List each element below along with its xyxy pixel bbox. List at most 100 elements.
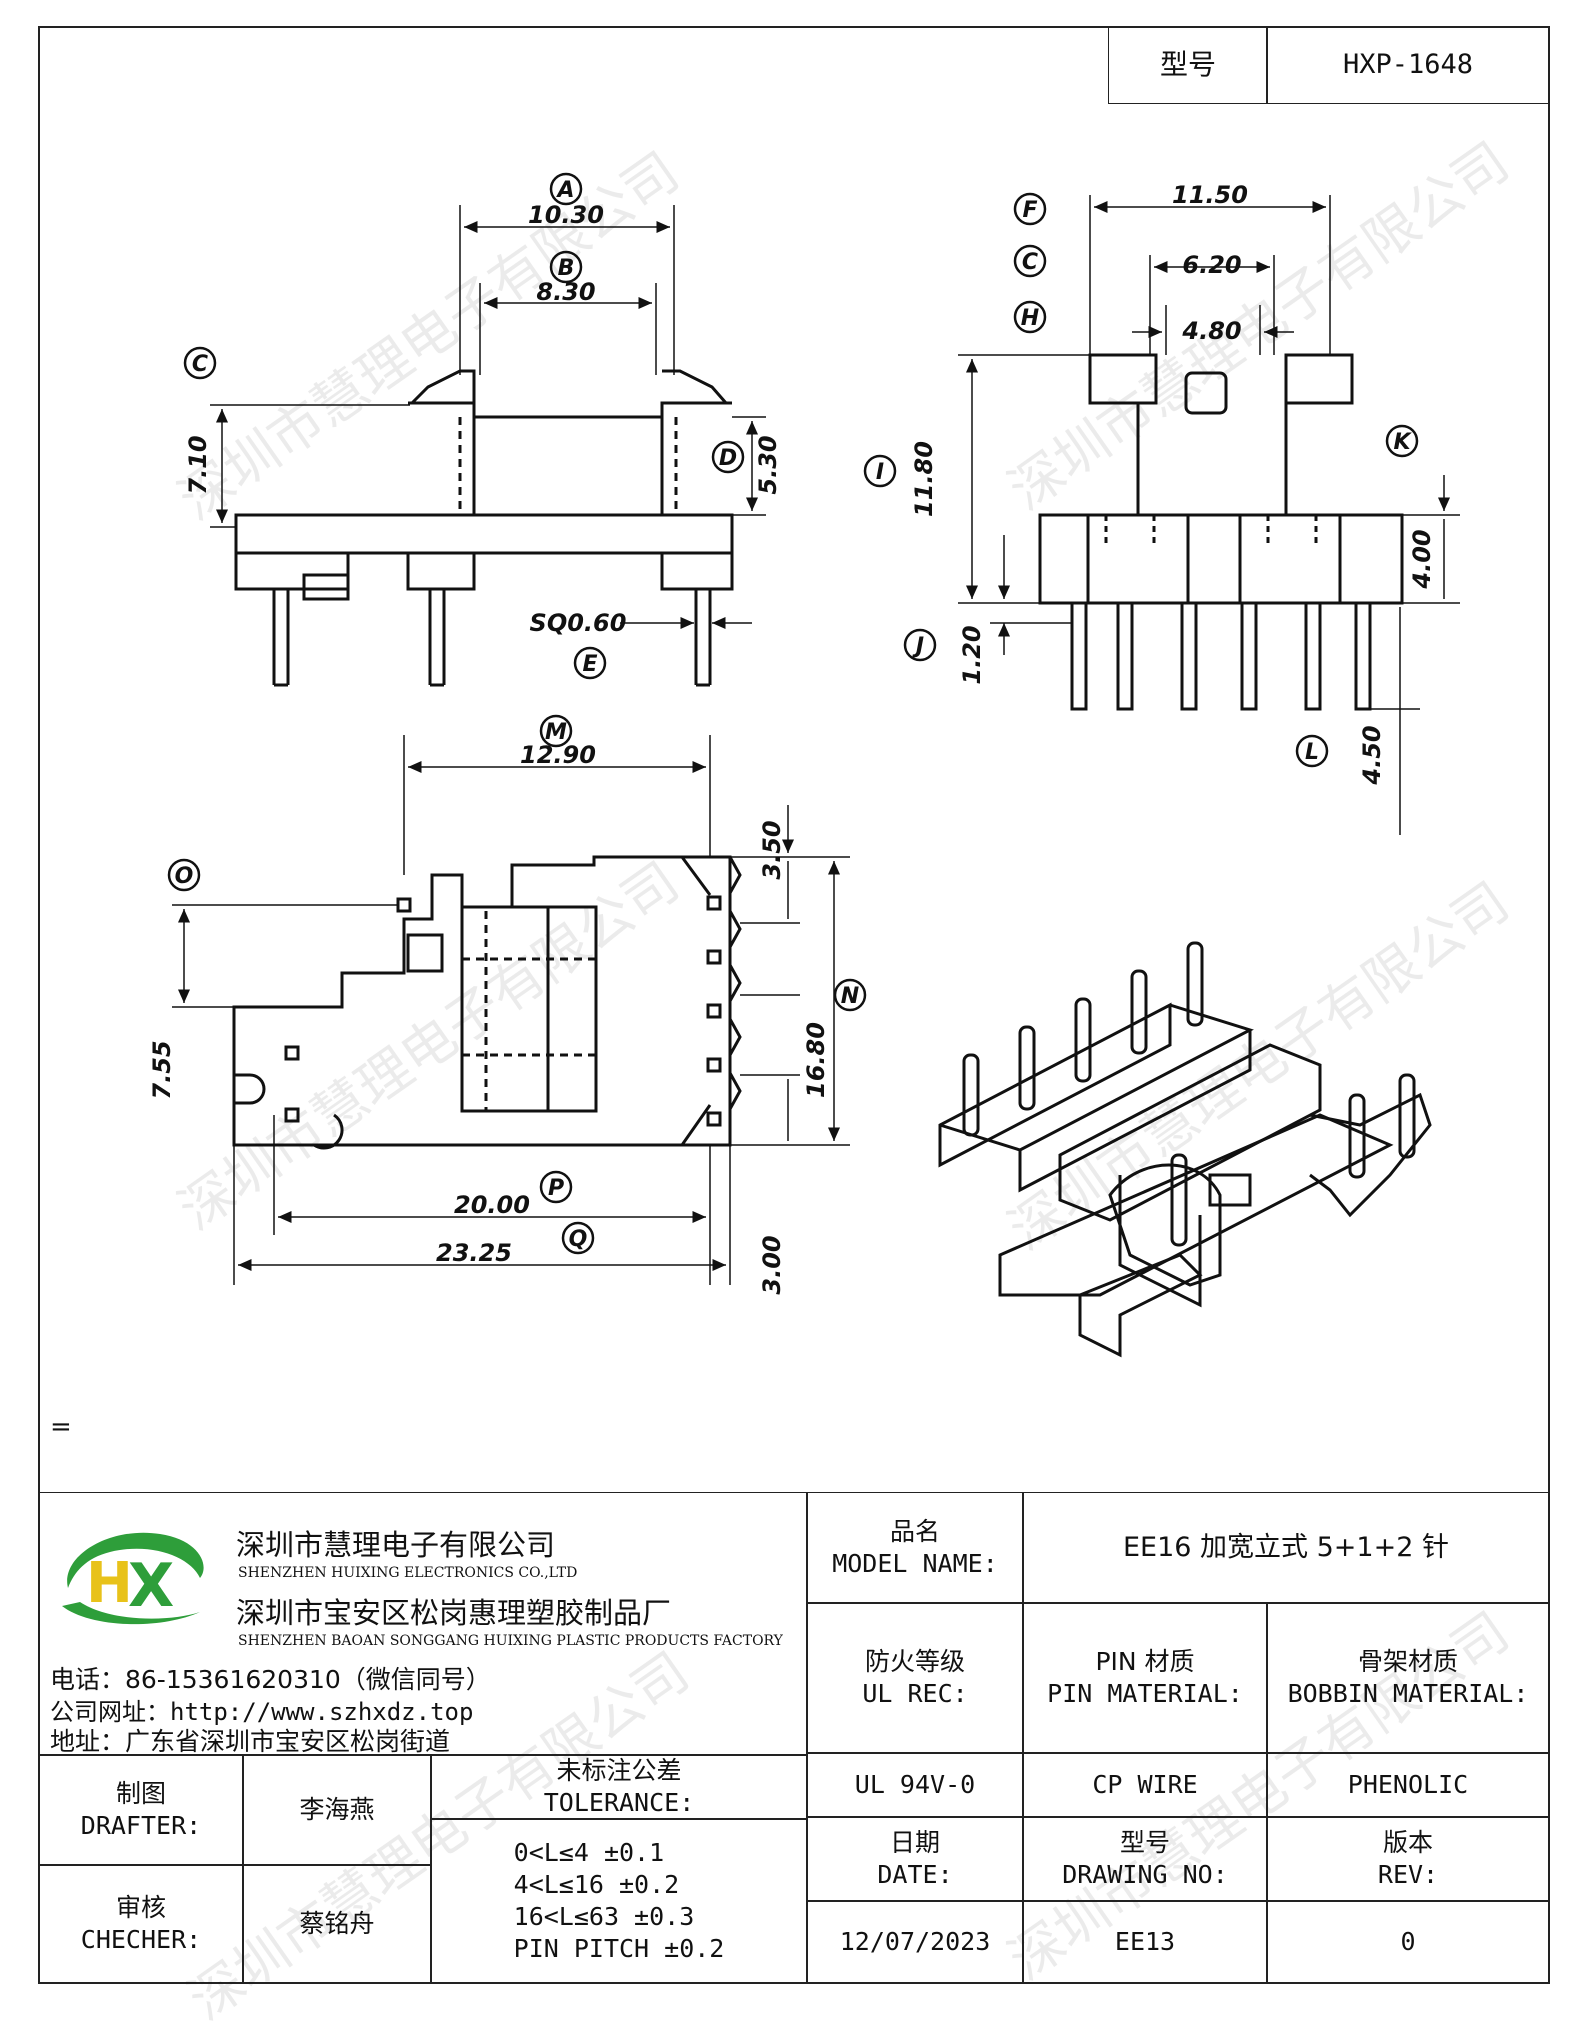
model-name-label-cell: 品名 MODEL NAME: [806,1492,1024,1604]
company-block [38,1492,808,1756]
ref-letter: Q [569,1227,588,1252]
checker-name: 蔡铭舟 [299,1908,375,1938]
ref-letter: F [1022,198,1037,223]
company-logo: H X [62,1532,204,1625]
drawing-no-label-cell: 型号 DRAWING NO: [1022,1816,1268,1902]
company-phone: 电话：86-15361620310（微信同号） [50,1665,491,1694]
stray-mark: = [50,1412,72,1442]
tolerance-label-en: TOLERANCE: [543,1788,695,1817]
ul-value-cell: UL 94V-0 [806,1752,1024,1818]
tolerance-values-cell: 0<L≤4 ±0.1 4<L≤16 ±0.2 16<L≤63 ±0.3 PIN … [430,1818,808,1984]
dim-G: 6.20 [1182,251,1241,279]
ul-label-en: UL REC: [862,1679,968,1708]
date-value-cell: 12/07/2023 [806,1900,1024,1984]
ref-letter: C [1022,250,1038,275]
side-view [958,195,1460,835]
drawing-no-value-cell: EE13 [1022,1900,1268,1984]
date-label-en: DATE: [877,1860,953,1889]
dim-H: 4.80 [1181,317,1241,345]
company-address: 地址：广东省深圳市宝安区松岗街道 [50,1727,451,1756]
dim-C-left: 7.10 [184,435,212,494]
drawing-no-label-cn: 型号 [1119,1827,1170,1857]
pin-label-cn: PIN 材质 [1095,1646,1195,1676]
factory-name-en: SHENZHEN BAOAN SONGGANG HUIXING PLASTIC … [238,1633,783,1649]
type-value-cell: HXP-1648 [1266,26,1550,104]
ref-letter: J [912,634,924,659]
dim-3-00: 3.00 [758,1235,786,1294]
front-view [210,205,766,687]
rev-label-en: REV: [1377,1860,1439,1889]
checker-label-en: CHECHER: [80,1925,202,1954]
dim-O: 7.55 [148,1040,176,1099]
company-name-cn: 深圳市慧理电子有限公司 [236,1528,556,1562]
ref-letter: K [1393,430,1412,455]
drafter-name: 李海燕 [299,1794,375,1824]
dim-I: 11.80 [910,441,938,517]
bobbin-value: PHENOLIC [1347,1769,1469,1799]
pin-label-en: PIN MATERIAL: [1047,1679,1243,1708]
model-name-label-en: MODEL NAME: [832,1549,998,1578]
ul-label-cn: 防火等级 [864,1646,965,1676]
drafter-label-en: DRAFTER: [80,1811,202,1840]
bobbin-value-cell: PHENOLIC [1266,1752,1550,1818]
bobbin-label-cell: 骨架材质 BOBBIN MATERIAL: [1266,1602,1550,1754]
tolerance-line: PIN PITCH ±0.2 [513,1934,725,1963]
rev-value: 0 [1400,1926,1416,1956]
type-value: HXP-1648 [1342,49,1474,81]
tolerance-line: 16<L≤63 ±0.3 [513,1902,695,1931]
tolerance-label-cell: 未标注公差 TOLERANCE: [430,1754,808,1820]
checker-label-cn: 审核 [115,1892,166,1922]
ref-letter: A [555,178,574,203]
tolerance-line: 0<L≤4 ±0.1 [513,1838,665,1867]
dim-J: 1.20 [958,625,986,684]
isometric-view [938,941,1432,1358]
bobbin-label-cn: 骨架材质 [1357,1646,1458,1676]
ul-value: UL 94V-0 [854,1769,976,1799]
pin-label-cell: PIN 材质 PIN MATERIAL: [1022,1602,1268,1754]
dim-P: 20.00 [454,1191,530,1219]
logo-letter-x: X [128,1551,174,1621]
ref-letter: N [841,984,859,1009]
ref-letter: P [548,1176,564,1201]
ref-letter: E [582,652,597,677]
dim-D: 5.30 [754,435,782,494]
type-label-cell: 型号 [1108,26,1268,104]
drafter-label-cell: 制图 DRAFTER: [38,1754,244,1866]
tolerance-line: 4<L≤16 ±0.2 [513,1870,680,1899]
dim-E: SQ0.60 [530,609,627,637]
ref-letter: C [192,352,208,377]
date-label-cn: 日期 [889,1827,940,1857]
reference-letters [167,172,1419,1255]
dim-3-50: 3.50 [758,820,786,879]
pin-value-cell: CP WIRE [1022,1752,1268,1818]
dim-F: 11.50 [1172,181,1248,209]
dim-Q: 23.25 [436,1239,512,1267]
ul-label-cell: 防火等级 UL REC: [806,1602,1024,1754]
checker-name-cell: 蔡铭舟 [242,1864,432,1984]
drawing-no-value: EE13 [1114,1926,1176,1956]
ref-letter: L [1305,740,1319,765]
ref-letter: I [876,460,884,485]
date-value: 12/07/2023 [839,1926,991,1956]
ref-letter: M [545,720,567,745]
factory-name-cn: 深圳市宝安区松岗惠理塑胶制品厂 [236,1596,672,1630]
rev-value-cell: 0 [1266,1900,1550,1984]
company-name-en: SHENZHEN HUIXING ELECTRONICS CO.,LTD [238,1565,578,1581]
model-name-label-cn: 品名 [889,1516,940,1546]
ref-letter: D [719,446,737,471]
date-label-cell: 日期 DATE: [806,1816,1024,1902]
logo-letter-h: H [86,1551,133,1616]
dim-A: 10.30 [528,201,604,229]
company-website: 公司网址：http://www.szhxdz.top [50,1698,474,1726]
ref-letter: H [1021,306,1039,331]
tolerance-label-cn: 未标注公差 [556,1755,682,1785]
drafter-name-cell: 李海燕 [242,1754,432,1866]
ref-letter: O [175,864,194,889]
type-label: 型号 [1159,47,1216,81]
dim-K: 4.00 [1408,529,1436,589]
rev-label-cn: 版本 [1382,1827,1433,1857]
tolerance-list: 0<L≤4 ±0.1 4<L≤16 ±0.2 16<L≤63 ±0.3 PIN … [514,1837,725,1965]
rev-label-cell: 版本 REV: [1266,1816,1550,1902]
ref-letter: B [558,256,575,281]
technical-drawing: 10.30 8.30 7.10 5.30 SQ0.60 11.50 6.20 4… [148,172,1460,1358]
